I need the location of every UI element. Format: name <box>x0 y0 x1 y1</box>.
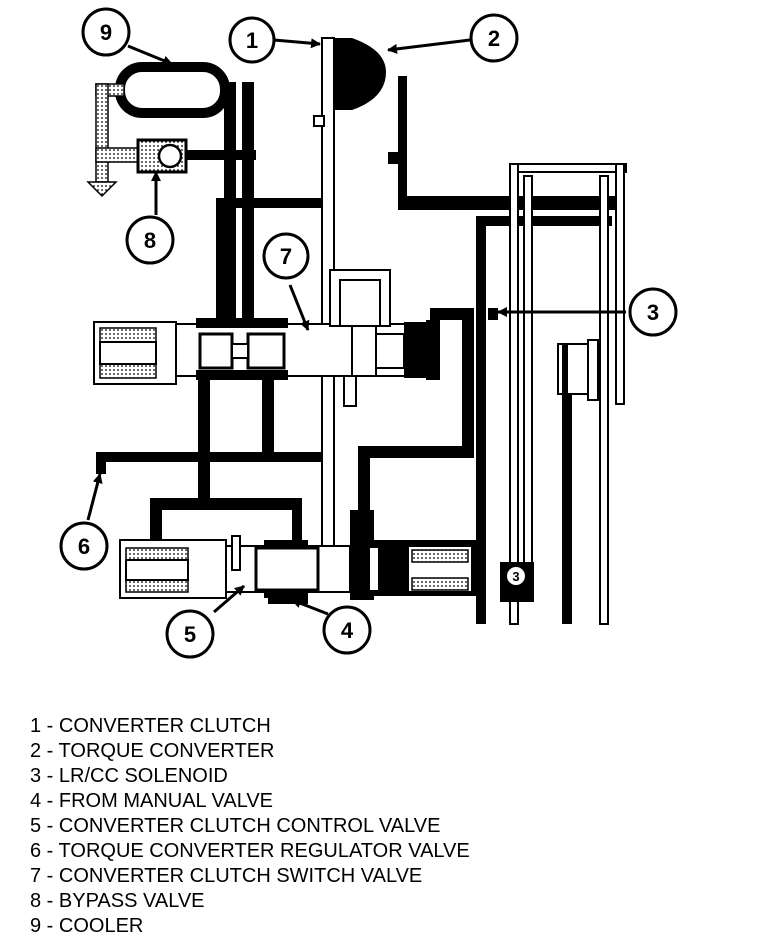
legend-list: 1 - CONVERTER CLUTCH 2 - TORQUE CONVERTE… <box>30 714 470 939</box>
callout-2: 2 <box>469 13 519 63</box>
callout-3: 3 <box>628 287 678 337</box>
svg-text:5: 5 <box>184 622 196 647</box>
svg-text:1: 1 <box>246 28 258 53</box>
svg-text:6: 6 <box>78 534 90 559</box>
cooler-drain-path <box>86 83 141 198</box>
cooler <box>115 62 230 118</box>
legend-item-5: 5 - CONVERTER CLUTCH CONTROL VALVE <box>30 815 441 837</box>
callout-leaders <box>86 38 626 616</box>
callout-9: 9 <box>81 7 131 57</box>
callout-8: 8 <box>125 215 175 265</box>
legend-item-7: 7 - CONVERTER CLUTCH SWITCH VALVE <box>30 865 423 887</box>
callout-7: 7 <box>262 232 310 280</box>
legend-item-3: 3 - LR/CC SOLENOID <box>30 765 228 787</box>
svg-text:7: 7 <box>280 244 292 269</box>
legend-item-4: 4 - FROM MANUAL VALVE <box>30 790 274 812</box>
legend-item-2: 2 - TORQUE CONVERTER <box>30 740 275 762</box>
legend-item-8: 8 - BYPASS VALVE <box>30 890 205 912</box>
svg-text:9: 9 <box>100 20 112 45</box>
solenoid-box-3: 3 <box>500 562 534 602</box>
svg-text:3: 3 <box>647 300 659 325</box>
lr-cc-solenoid-area <box>488 163 627 625</box>
callout-5: 5 <box>165 609 215 659</box>
fluid-passages <box>96 76 616 624</box>
legend-item-1: 1 - CONVERTER CLUTCH <box>30 715 271 737</box>
svg-text:2: 2 <box>488 26 500 51</box>
callout-4: 4 <box>322 605 372 655</box>
legend-item-9: 9 - COOLER <box>30 915 144 937</box>
converter-clutch-switch-valve <box>93 269 434 547</box>
svg-text:3: 3 <box>512 569 519 584</box>
torque-converter <box>334 38 386 110</box>
svg-text:8: 8 <box>144 228 156 253</box>
legend-item-6: 6 - TORQUE CONVERTER REGULATOR VALVE <box>30 840 470 862</box>
callout-1: 1 <box>228 16 276 64</box>
svg-text:4: 4 <box>341 618 354 643</box>
hydraulic-circuit-diagram: 3 9 1 2 8 7 3 6 5 <box>59 7 678 659</box>
converter-clutch-control-valve <box>119 535 351 599</box>
bypass-valve <box>136 138 188 174</box>
callout-6: 6 <box>59 521 109 571</box>
torque-converter-regulator-valve <box>364 540 476 596</box>
